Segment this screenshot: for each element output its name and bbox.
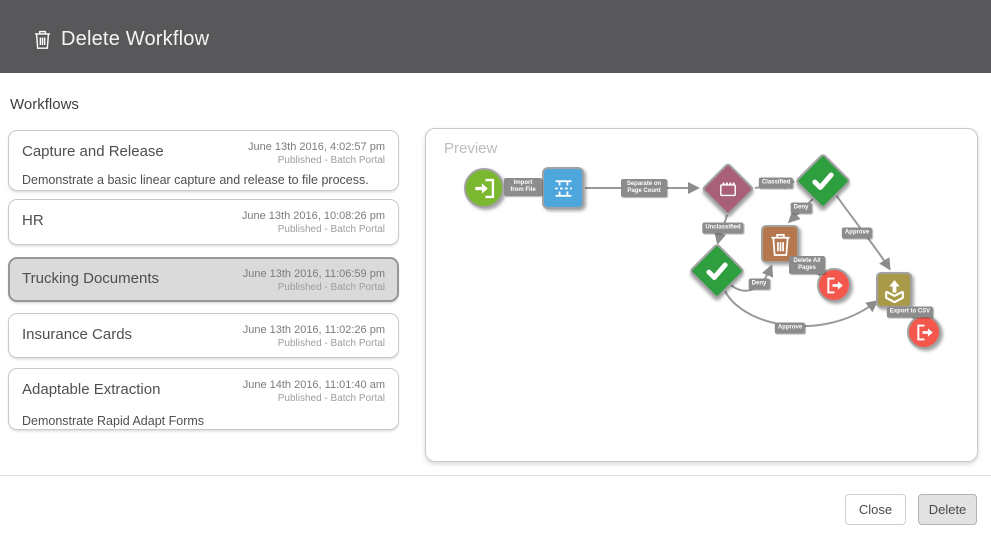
edge-label-deny: Deny — [790, 202, 812, 214]
workflow-list-item-trucking-documents[interactable]: Trucking Documents June 13th 2016, 11:06… — [8, 257, 399, 302]
workflow-description: Demonstrate a basic linear capture and r… — [22, 173, 369, 187]
workflow-list-item-adaptable-extraction[interactable]: Adaptable Extraction June 14th 2016, 11:… — [8, 368, 399, 430]
exit-door-icon — [916, 324, 933, 340]
workflow-name: Adaptable Extraction — [22, 381, 161, 398]
document-tabs-icon — [720, 181, 736, 196]
workflow-date: June 13th 2016, 4:02:57 pm — [248, 141, 385, 153]
workflow-list-item-capture-and-release[interactable]: Capture and Release June 13th 2016, 4:02… — [8, 130, 399, 191]
exit-door-icon — [826, 277, 843, 293]
workflows-section-title: Workflows — [10, 96, 79, 113]
delete-button[interactable]: Delete — [918, 494, 977, 525]
edge-label-delete-all-pages: Delete All Pages — [789, 256, 825, 274]
checkmark-icon — [812, 172, 834, 190]
close-button[interactable]: Close — [845, 494, 906, 525]
workflow-list-item-insurance-cards[interactable]: Insurance Cards June 13th 2016, 11:02:26… — [8, 313, 399, 358]
workflow-date: June 13th 2016, 11:02:26 pm — [242, 324, 385, 336]
node-classify — [701, 162, 755, 216]
workflow-date: June 13th 2016, 11:06:59 pm — [242, 268, 385, 280]
import-door-icon — [474, 178, 494, 198]
workflow-name: HR — [22, 212, 44, 229]
edge-label-approve: Approve — [774, 322, 806, 334]
checkmark-icon — [706, 262, 728, 280]
page-title: Delete Workflow — [61, 28, 210, 50]
edge-label-approve: Approve — [841, 227, 873, 239]
node-separate-on-page-count — [542, 167, 584, 209]
preview-label: Preview — [444, 140, 498, 157]
workflow-status: Published - Batch Portal — [277, 224, 385, 235]
workflow-name: Insurance Cards — [22, 326, 133, 343]
edge-label-separate-on-page-count: Separate on Page Count — [621, 179, 667, 197]
node-review-unclassified — [688, 242, 746, 300]
workflow-description: Demonstrate Rapid Adapt Forms — [22, 414, 205, 428]
workflow-list-item-hr[interactable]: HR June 13th 2016, 10:08:26 pm Published… — [8, 199, 399, 245]
trash-icon — [770, 233, 790, 256]
node-review-classified — [794, 152, 852, 210]
node-import-from-file — [464, 168, 504, 208]
trash-icon — [34, 30, 51, 49]
workflow-status: Published - Batch Portal — [277, 282, 385, 293]
workflow-name: Trucking Documents — [22, 270, 159, 287]
preview-panel: Preview — [425, 128, 978, 462]
edge-label-export-to-csv: Export to CSV — [886, 306, 934, 318]
workflow-status: Published - Batch Portal — [277, 155, 385, 166]
workflow-date: June 14th 2016, 11:01:40 am — [242, 379, 385, 391]
workflow-status: Published - Batch Portal — [277, 338, 385, 349]
dialog-header: Delete Workflow — [0, 0, 991, 73]
workflow-date: June 13th 2016, 10:08:26 pm — [241, 210, 385, 222]
workflow-status: Published - Batch Portal — [277, 393, 385, 404]
edge-label-classified: Classified — [758, 177, 794, 189]
edge-label-deny: Deny — [748, 278, 770, 290]
export-box-icon — [884, 279, 904, 303]
edge-label-import-from-file: Import from File — [504, 178, 542, 196]
footer-divider — [0, 475, 991, 476]
node-end-export — [907, 315, 941, 349]
workflow-name: Capture and Release — [22, 143, 164, 160]
page-separator-icon — [554, 179, 572, 197]
node-export-to-csv — [876, 272, 912, 308]
edge-label-unclassified: Unclassified — [702, 222, 744, 234]
